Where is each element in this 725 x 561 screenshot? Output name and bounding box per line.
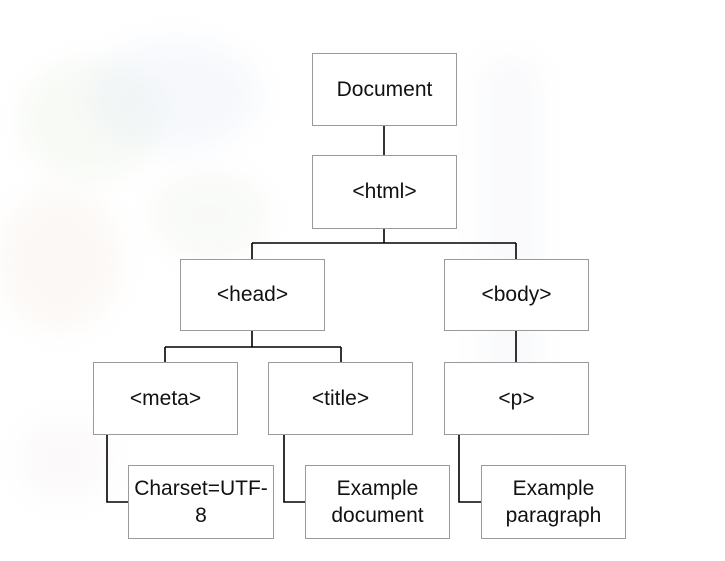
edge-p-text [458, 435, 481, 503]
node-p-text: Example paragraph [481, 465, 626, 539]
node-html: <html> [312, 155, 457, 229]
node-title-label: <title> [311, 386, 370, 410]
node-p-text-label: Example paragraph [505, 476, 602, 527]
node-p: <p> [444, 362, 589, 435]
background-decoration [90, 40, 260, 150]
node-document-label: Document [336, 77, 433, 101]
node-charset-label: Charset=UTF- 8 [134, 476, 268, 527]
background-decoration [150, 170, 270, 260]
node-meta: <meta> [93, 362, 238, 435]
node-head-label: <head> [216, 283, 289, 307]
node-title: <title> [268, 362, 413, 435]
node-head: <head> [180, 259, 325, 331]
node-title-text: Example document [305, 465, 450, 539]
node-charset: Charset=UTF- 8 [128, 465, 274, 539]
background-decoration [20, 60, 160, 180]
node-body-label: <body> [481, 283, 552, 307]
node-p-label: <p> [498, 386, 535, 410]
node-title-text-label: Example document [331, 476, 424, 527]
edge-title-text [283, 435, 305, 503]
node-html-label: <html> [352, 180, 417, 204]
node-body: <body> [444, 259, 589, 331]
node-document: Document [312, 53, 457, 126]
background-decoration [480, 60, 540, 420]
node-meta-label: <meta> [129, 386, 202, 410]
edge-meta-charset [106, 435, 128, 503]
background-decoration [0, 190, 120, 330]
